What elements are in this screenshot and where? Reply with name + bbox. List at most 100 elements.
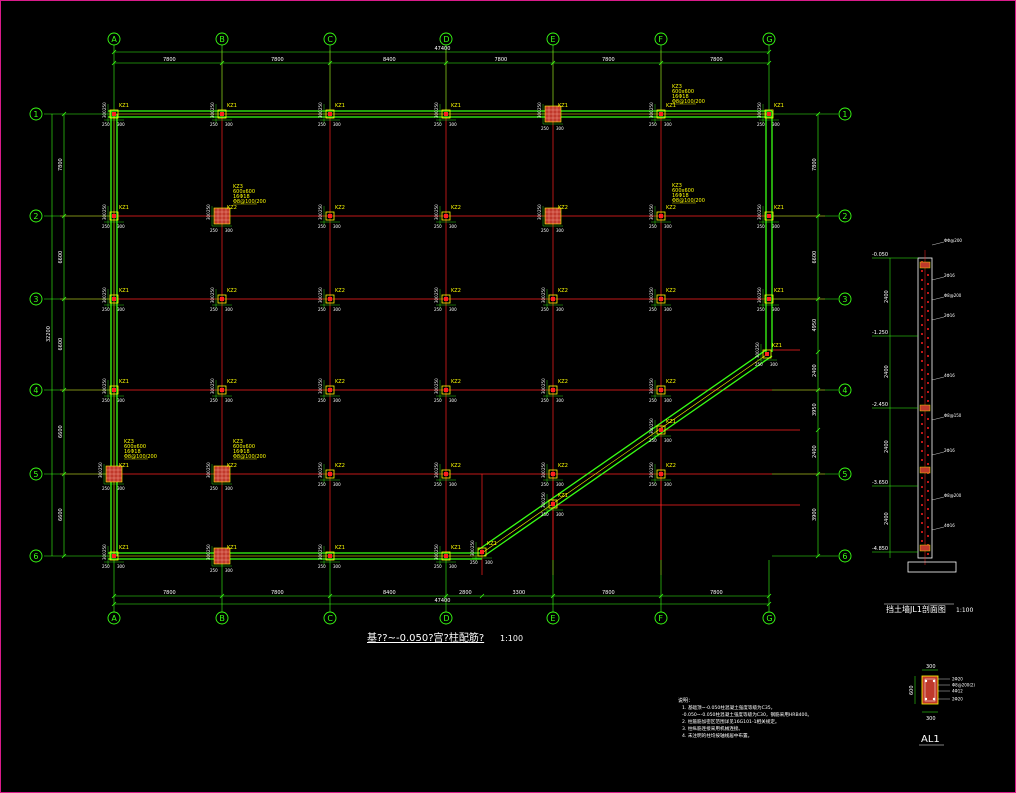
column-core [659, 428, 663, 432]
column-box [109, 109, 119, 119]
rebar-dot [927, 490, 929, 492]
column-tag: KZ2 [666, 205, 676, 211]
rebar-dot [927, 346, 929, 348]
column-box [764, 294, 774, 304]
rebar-dot [927, 517, 929, 519]
column-core [112, 554, 116, 558]
column-tag: KZ2 [558, 205, 568, 211]
axis-label: 4 [842, 386, 847, 395]
rebar-dot [927, 328, 929, 330]
axis-bubble-left: 1 [29, 107, 43, 121]
axis-circle [439, 32, 453, 46]
column-dim-text: 300 [333, 398, 341, 403]
column-core [444, 112, 448, 116]
callout-line: Φ8@100/200 [233, 454, 266, 460]
level-text: -1.250 [872, 330, 888, 336]
column-dim-text: 250 [434, 462, 439, 470]
leader [931, 496, 945, 501]
wall-line [483, 355, 773, 557]
rebar-dot [921, 288, 923, 290]
column-tag: KZ1 [119, 103, 129, 109]
axis-circle [29, 467, 43, 481]
rebar-dot [921, 495, 923, 497]
axis-bubble-right: 3 [838, 292, 852, 306]
axis-label: B [219, 614, 225, 623]
dim-text: 7800 [710, 57, 723, 63]
column-dim-text: 300 [556, 307, 564, 312]
axis-circle [654, 611, 668, 625]
dim-tick [815, 387, 821, 393]
dim-text: 8400 [383, 590, 396, 596]
rebar-dot [921, 477, 923, 479]
column-tag: KZ2 [451, 288, 461, 294]
column-dim-text: 250 [318, 287, 323, 295]
column-dim-text: 300 [434, 295, 439, 303]
rebar-dot [927, 499, 929, 501]
dim-tick [61, 553, 67, 559]
callout-line: 16Φ18 [233, 194, 250, 200]
column-dim-text: 300 [541, 295, 546, 303]
detail-note: 4Φ12 [952, 689, 963, 694]
dim-tick [766, 601, 772, 607]
column-dim-text: 250 [206, 544, 211, 552]
section-note: Φ8@200 [944, 493, 962, 498]
column-dim-text: 250 [649, 204, 654, 212]
beam-section [921, 675, 939, 705]
column-core [328, 297, 332, 301]
axis-bubble-left: 4 [29, 383, 43, 397]
column-tag: KZ2 [666, 463, 676, 469]
column-dim-text: 300 [449, 398, 457, 403]
column-box [325, 294, 335, 304]
column-box [548, 499, 558, 509]
column-tag: KZ1 [487, 541, 497, 547]
column-tag: KZ2 [227, 205, 237, 211]
column-dim-text: 300 [206, 552, 211, 560]
column-dim-text: 300 [102, 295, 107, 303]
axis-circle [838, 467, 852, 481]
axis-label: C [327, 614, 333, 623]
column-tag: KZ1 [774, 103, 784, 109]
column-dim-text: 250 [102, 378, 107, 386]
column-dim-text: 250 [649, 462, 654, 470]
column-tag: KZ1 [119, 463, 129, 469]
axis-circle [215, 611, 229, 625]
axis-label: E [550, 614, 555, 623]
leader [931, 276, 945, 281]
column-dim-text: 300 [117, 122, 125, 127]
rebar-dot [927, 418, 929, 420]
detail-caption: AL1 [921, 734, 940, 745]
detail-width-text: 300 [926, 664, 936, 670]
column-core [551, 472, 555, 476]
column-tag: KZ2 [558, 379, 568, 385]
column-dim-text: 300 [556, 228, 564, 233]
rebar-dot [921, 513, 923, 515]
dim-tick [815, 427, 821, 433]
rebar-dot [927, 355, 929, 357]
column-dim-text: 300 [206, 470, 211, 478]
column-tag: KZ1 [119, 379, 129, 385]
column-core [328, 388, 332, 392]
dim-text: 3900 [812, 508, 818, 521]
column-dim-text: 250 [210, 568, 218, 573]
axis-bubble-right: 1 [838, 107, 852, 121]
dim-text: 7800 [163, 57, 176, 63]
axis-label: G [766, 614, 772, 623]
dim-tick [550, 60, 556, 66]
column-dim-text: 250 [649, 378, 654, 386]
column-box [764, 211, 774, 221]
axis-circle [439, 611, 453, 625]
axis-label: 2 [33, 212, 38, 221]
leader [931, 451, 945, 456]
dim-tick [815, 349, 821, 355]
column-dim-text: 300 [225, 122, 233, 127]
